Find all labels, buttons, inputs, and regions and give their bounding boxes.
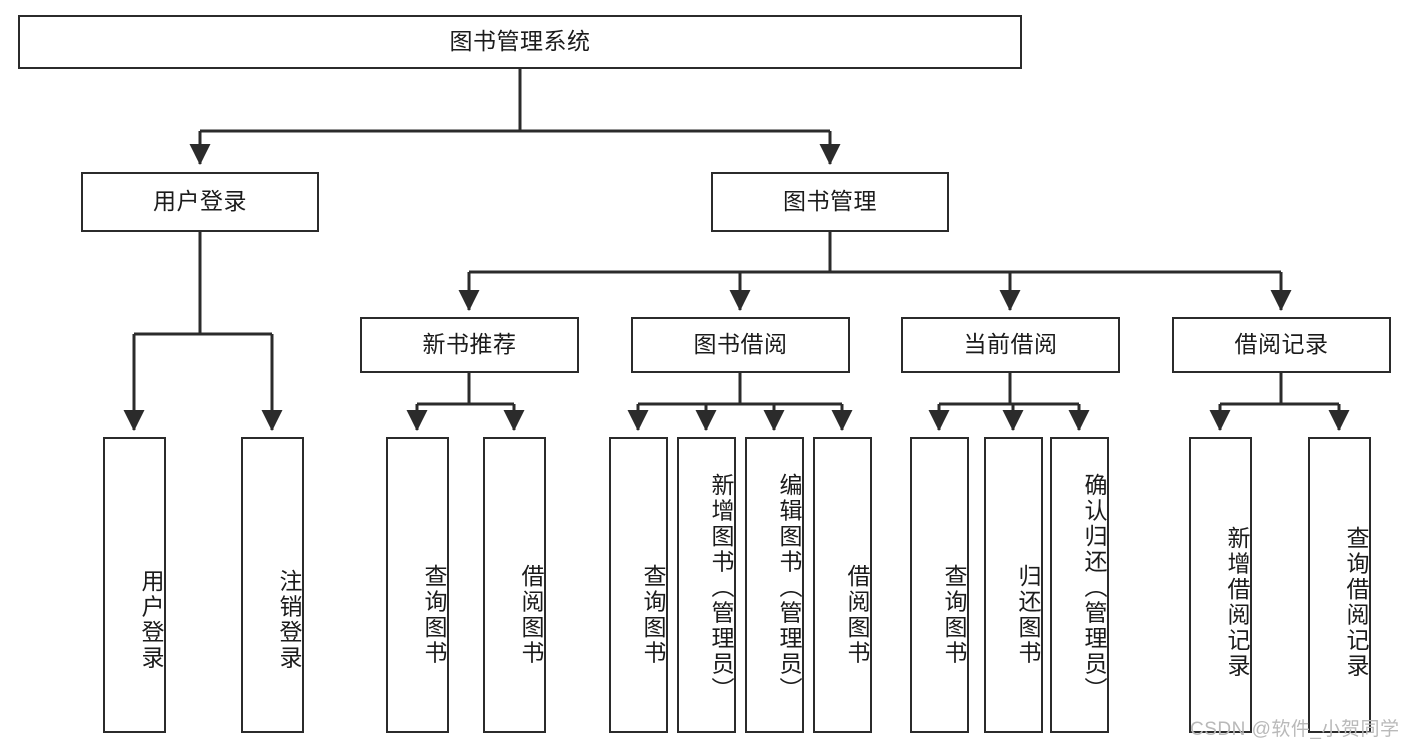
node-leaf-add-book[interactable]: 新增图书（管理员） (677, 437, 736, 733)
node-leaf-query-record-label: 查询借阅记录 (1343, 525, 1369, 679)
node-leaf-logout[interactable]: 注销登录 (241, 437, 304, 733)
node-root-label: 图书管理系统 (449, 28, 591, 55)
node-book-borrow[interactable]: 图书借阅 (631, 317, 850, 373)
node-leaf-user-login-label: 用户登录 (138, 569, 164, 671)
node-leaf-return-book-label: 归还图书 (1015, 564, 1041, 666)
node-current-borrow[interactable]: 当前借阅 (901, 317, 1120, 373)
node-leaf-borrow-book-1-label: 借阅图书 (518, 564, 544, 666)
node-borrow-record[interactable]: 借阅记录 (1172, 317, 1391, 373)
node-current-borrow-label: 当前借阅 (963, 331, 1058, 358)
node-user-login-label: 用户登录 (153, 188, 247, 215)
node-leaf-edit-book-label: 编辑图书（管理员） (776, 473, 802, 703)
node-book-manage-label: 图书管理 (783, 188, 877, 215)
node-leaf-return-book[interactable]: 归还图书 (984, 437, 1043, 733)
node-leaf-borrow-book-1[interactable]: 借阅图书 (483, 437, 546, 733)
node-leaf-query-book-1[interactable]: 查询图书 (386, 437, 449, 733)
node-leaf-add-record[interactable]: 新增借阅记录 (1189, 437, 1252, 733)
csdn-watermark: CSDN @软件_小贺同学 (1190, 719, 1400, 740)
node-leaf-query-record[interactable]: 查询借阅记录 (1308, 437, 1371, 733)
node-leaf-user-login[interactable]: 用户登录 (103, 437, 166, 733)
node-leaf-logout-label: 注销登录 (276, 569, 302, 671)
node-user-login[interactable]: 用户登录 (81, 172, 319, 232)
node-book-borrow-label: 图书借阅 (693, 331, 788, 358)
node-root[interactable]: 图书管理系统 (18, 15, 1022, 69)
node-leaf-borrow-book-2[interactable]: 借阅图书 (813, 437, 872, 733)
node-new-book-recommend[interactable]: 新书推荐 (360, 317, 579, 373)
node-book-manage[interactable]: 图书管理 (711, 172, 949, 232)
node-leaf-borrow-book-2-label: 借阅图书 (844, 564, 870, 666)
node-leaf-add-record-label: 新增借阅记录 (1224, 525, 1250, 679)
node-leaf-add-book-label: 新增图书（管理员） (708, 473, 734, 703)
node-borrow-record-label: 借阅记录 (1234, 331, 1329, 358)
node-leaf-query-book-3-label: 查询图书 (941, 564, 967, 666)
node-leaf-confirm-return-label: 确认归还（管理员） (1081, 473, 1107, 703)
node-leaf-query-book-1-label: 查询图书 (421, 564, 447, 666)
node-leaf-query-book-2[interactable]: 查询图书 (609, 437, 668, 733)
node-new-book-recommend-label: 新书推荐 (422, 331, 517, 358)
node-leaf-edit-book[interactable]: 编辑图书（管理员） (745, 437, 804, 733)
node-leaf-query-book-2-label: 查询图书 (640, 564, 666, 666)
node-leaf-confirm-return[interactable]: 确认归还（管理员） (1050, 437, 1109, 733)
node-leaf-query-book-3[interactable]: 查询图书 (910, 437, 969, 733)
